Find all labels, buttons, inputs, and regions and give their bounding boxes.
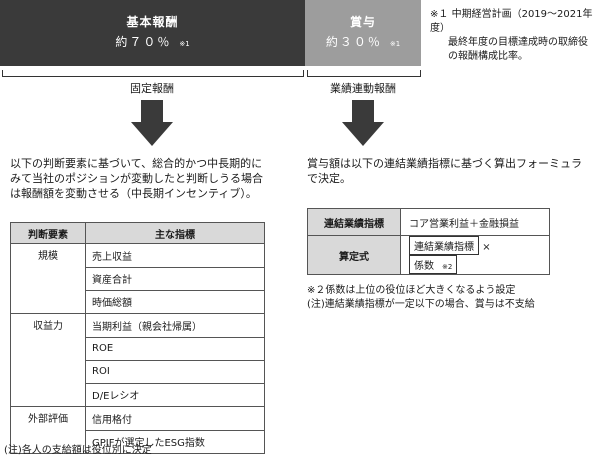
composition-note-line2: 最終年度の目標達成時の取締役 <box>448 37 588 48</box>
fixed-brace <box>2 70 304 77</box>
non-payment-note: (注)連結業績指標が一定以下の場合、賞与は不支給 <box>307 299 535 310</box>
composition-note: ※１ 中期経営計画（2019～2021年度） 最終年度の目標達成時の取締役 の報… <box>430 8 605 64</box>
description-line: 以下の判断要素に基づいて、総合的かつ中長期的に <box>10 157 263 170</box>
indicator-cell: D/Eレシオ <box>85 382 265 407</box>
indicator-cell: ROE <box>85 336 265 361</box>
description-line: 賞与額は以下の連結業績指標に基づく算出フォーミュラ <box>307 157 582 170</box>
composition-note-line1: ※１ 中期経営計画（2019～2021年度） <box>430 9 593 34</box>
performance-indicator-label: 連結業績指標 <box>307 208 401 236</box>
indicator-cell: 売上収益 <box>85 243 265 268</box>
description-line: は報酬額を変動させる（中長期インセンティブ）。 <box>10 187 257 200</box>
table-row: ROE <box>10 336 265 361</box>
bonus-bar-note-mark: ※1 <box>389 40 401 48</box>
description-line: みて当社のポジションが変動したと判断しうる場合 <box>10 172 263 185</box>
composition-note-line3: の報酬構成比率。 <box>448 51 528 62</box>
formula-label: 算定式 <box>307 235 401 275</box>
header-factor: 判断要素 <box>10 222 86 244</box>
table-row: 算定式 連結業績指標 × 係数※2 <box>307 235 550 275</box>
indicator-cell: 資産合計 <box>85 266 265 291</box>
formula-table: 連結業績指標 コア営業利益＋金融損益 算定式 連結業績指標 × 係数※2 <box>307 208 550 275</box>
indicator-cell: 時価総額 <box>85 289 265 314</box>
formula-term-indicator: 連結業績指標 <box>409 236 479 255</box>
indicator-cell: GPIFが選定したESG指数 <box>85 429 265 454</box>
performance-brace <box>307 70 421 77</box>
table-row: 外部評価 信用格付 <box>10 406 265 431</box>
performance-indicator-value: コア営業利益＋金融損益 <box>400 208 550 236</box>
performance-brace-label: 業績連動報酬 <box>330 82 396 95</box>
fixed-brace-label: 固定報酬 <box>130 82 174 95</box>
table-row: 資産合計 <box>10 266 265 291</box>
indicator-cell: 信用格付 <box>85 406 265 431</box>
category-scale: 規模 <box>10 243 86 267</box>
table-row: 収益力 当期利益（親会社帰属） <box>10 313 265 338</box>
table-row: ROI <box>10 359 265 384</box>
header-indicator: 主な指標 <box>85 222 265 244</box>
category-external-evaluation: 外部評価 <box>10 406 86 430</box>
table-row: D/Eレシオ <box>10 382 265 407</box>
fixed-bar-note-mark: ※1 <box>179 40 190 48</box>
indicator-cell: 当期利益（親会社帰属） <box>85 313 265 338</box>
coefficient-note: ※２係数は上位の役位ほど大きくなるよう設定 <box>307 285 516 296</box>
multiply-sign: × <box>482 242 491 253</box>
category-profitability: 収益力 <box>10 313 86 337</box>
table-row: 規模 売上収益 <box>10 243 265 268</box>
fixed-compensation-bar: 基本報酬 約７０％※1 <box>0 0 305 66</box>
coefficient-note-mark: ※2 <box>442 263 453 271</box>
indicator-cell: ROI <box>85 359 265 384</box>
table-row: 連結業績指標 コア営業利益＋金融損益 <box>307 208 550 236</box>
coefficient-notes: ※２係数は上位の役位ほど大きくなるよう設定 (注)連結業績指標が一定以下の場合、… <box>307 284 603 312</box>
formula-term-coefficient: 係数※2 <box>409 255 458 274</box>
bonus-bar-title: 賞与 <box>349 15 376 29</box>
fixed-bar-title: 基本報酬 <box>126 15 179 29</box>
table-row: 時価総額 <box>10 289 265 314</box>
bonus-description: 賞与額は以下の連結業績指標に基づく算出フォーミュラ で決定。 <box>307 156 603 186</box>
fixed-bar-percentage: 約７０％※1 <box>115 35 190 49</box>
down-arrow-icon <box>342 100 384 146</box>
indicator-table: 判断要素 主な指標 規模 売上収益 資産合計 時価総額 収益力 当期利益（親会社… <box>10 222 265 454</box>
down-arrow-icon <box>131 100 173 146</box>
table-header-row: 判断要素 主な指標 <box>10 222 265 244</box>
payment-note: (注)各人の支給額は役位別に決定 <box>4 445 152 456</box>
table-row: GPIFが選定したESG指数 <box>10 429 265 454</box>
bonus-compensation-bar: 賞与 約３０％※1 <box>305 0 421 66</box>
description-line: で決定。 <box>307 172 351 185</box>
long-term-incentive-description: 以下の判断要素に基づいて、総合的かつ中長期的に みて当社のポジションが変動したと… <box>10 156 300 201</box>
bonus-bar-percentage: 約３０％※1 <box>325 35 401 49</box>
formula-expression: 連結業績指標 × 係数※2 <box>400 235 550 275</box>
